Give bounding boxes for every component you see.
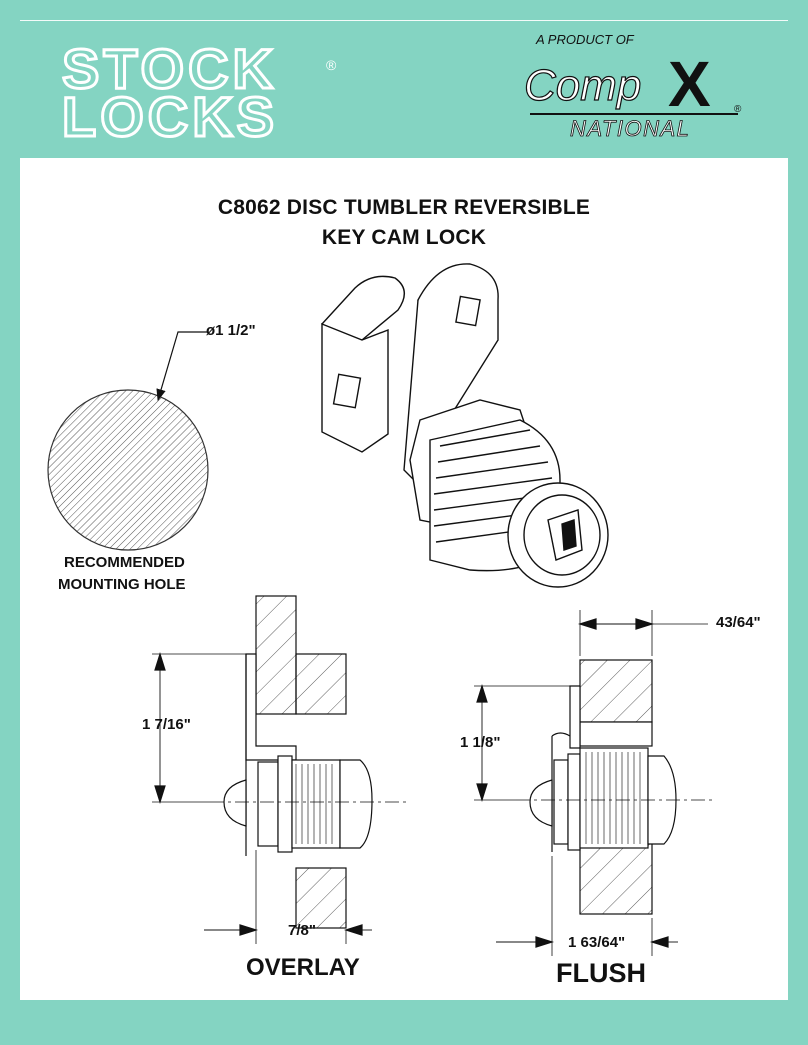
mounting-hole-caption-2: MOUNTING HOLE bbox=[58, 576, 186, 593]
flush-depth-dim: 1 63/64" bbox=[568, 934, 626, 951]
flush-title: FLUSH bbox=[556, 958, 646, 988]
title-line-2: KEY CAM LOCK bbox=[321, 226, 487, 249]
compx-logo: Comp X ® NATIONAL bbox=[523, 48, 742, 141]
logo-line-locks: LOCKS bbox=[62, 85, 278, 148]
compx-registered-mark: ® bbox=[734, 104, 742, 115]
overlay-door-lower bbox=[295, 867, 347, 929]
flush-door bbox=[579, 721, 653, 747]
mounting-hole-circle bbox=[47, 389, 209, 551]
overlay-panel-upper bbox=[255, 595, 297, 715]
stock-locks-logo: STOCK LOCKS ® bbox=[61, 36, 338, 150]
logo-registered-mark: ® bbox=[326, 57, 337, 73]
flush-panel-lower bbox=[579, 841, 653, 915]
mounting-hole-diagram bbox=[47, 331, 209, 551]
header-logos: STOCK LOCKS ® A PRODUCT OF Comp X ® NATI… bbox=[20, 20, 788, 150]
cam-lock-isometric bbox=[321, 263, 609, 588]
overlay-depth-dim: 7/8" bbox=[288, 922, 316, 939]
flush-diagram bbox=[474, 610, 716, 956]
overlay-diagram bbox=[152, 595, 410, 944]
compx-logo-comp: Comp bbox=[524, 61, 641, 110]
mounting-hole-diameter-label: ø1 1/2" bbox=[206, 322, 256, 339]
title-line-1: C8062 DISC TUMBLER REVERSIBLE bbox=[217, 196, 591, 219]
overlay-height-dim: 1 7/16" bbox=[142, 716, 191, 733]
product-of-text: A PRODUCT OF bbox=[535, 32, 635, 47]
flush-panel-dim: 43/64" bbox=[716, 614, 761, 631]
overlay-door bbox=[295, 653, 347, 715]
mounting-hole-caption-1: RECOMMENDED bbox=[64, 554, 185, 571]
flush-height-dim: 1 1/8" bbox=[460, 734, 501, 751]
compx-logo-x: X bbox=[668, 48, 711, 120]
flush-panel-upper bbox=[579, 659, 653, 723]
logo-line-stock: STOCK bbox=[62, 37, 277, 100]
overlay-title: OVERLAY bbox=[246, 954, 360, 981]
compx-national: NATIONAL bbox=[570, 116, 690, 141]
header: STOCK LOCKS ® A PRODUCT OF Comp X ® NATI… bbox=[0, 0, 808, 158]
